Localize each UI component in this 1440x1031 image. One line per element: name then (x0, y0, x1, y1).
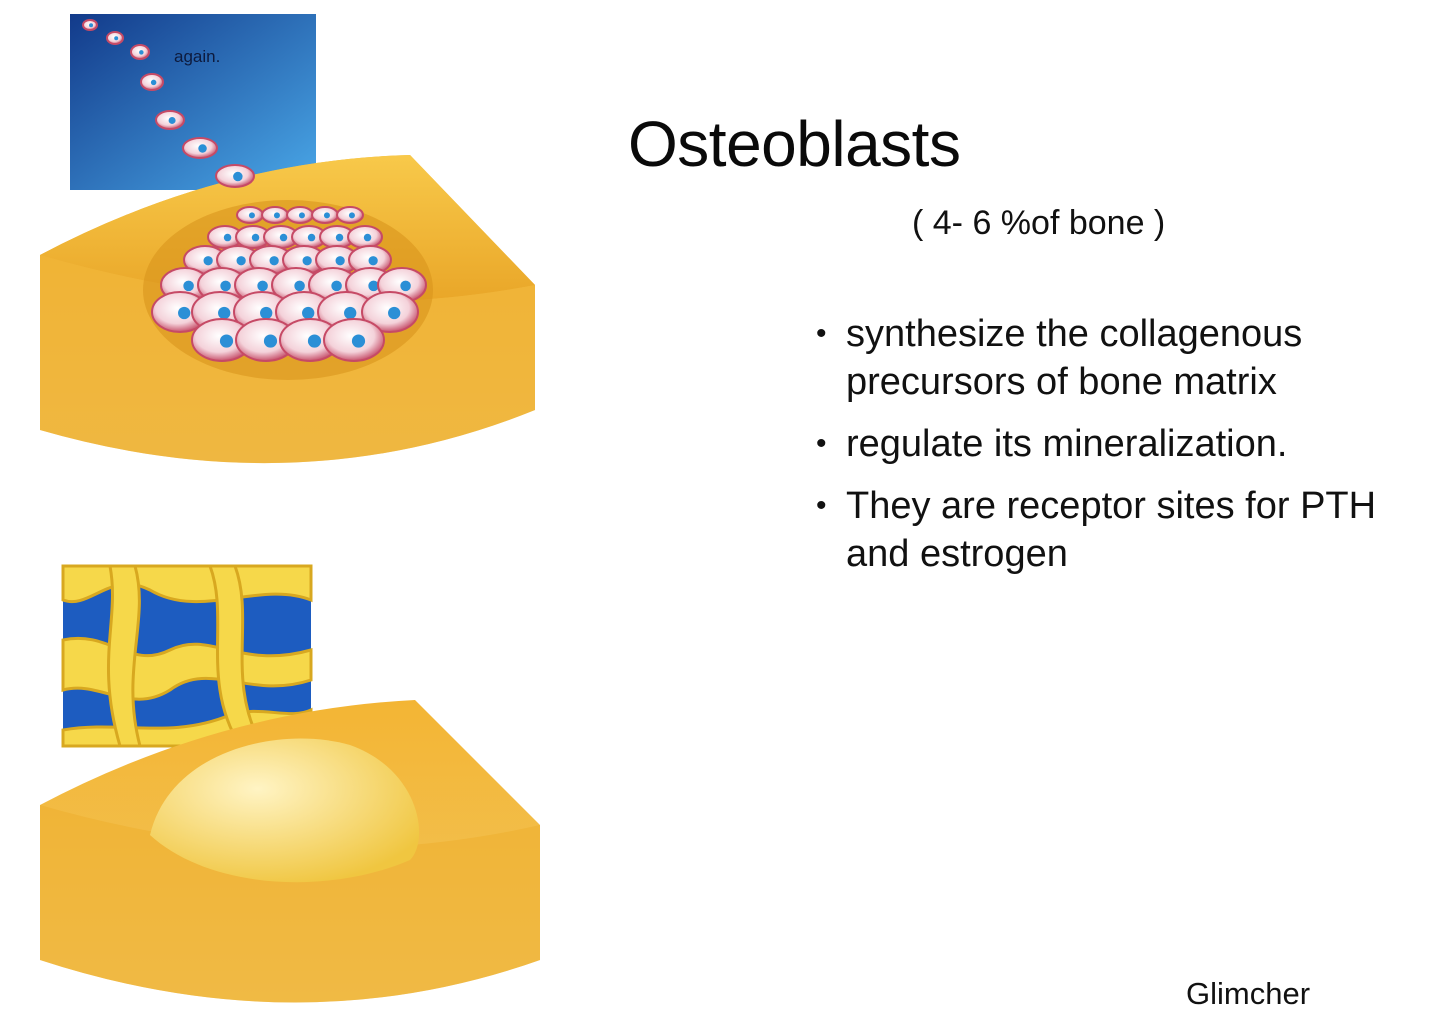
cell-nucleus (198, 144, 207, 153)
bullet-list: • synthesize the collagenous precursors … (812, 310, 1412, 592)
cell-nucleus (307, 233, 316, 242)
cell-nucleus (298, 212, 305, 219)
cell-nucleus (269, 256, 279, 266)
cell-nucleus (168, 116, 176, 124)
source-credit: Glimcher (1186, 976, 1311, 1011)
bullet-text: regulate its mineralization. (846, 423, 1288, 465)
cell-nucleus (257, 280, 268, 292)
osteoblast-illustration (40, 14, 535, 464)
cell-nucleus (233, 171, 243, 182)
cell-nucleus (294, 280, 305, 292)
cell-nucleus (400, 280, 411, 292)
bullet-text: They are receptor sites for PTH and estr… (846, 485, 1377, 575)
cell-nucleus (302, 256, 312, 266)
cell-nucleus (263, 334, 278, 348)
cell-nucleus (273, 212, 280, 219)
cell-nucleus (220, 280, 231, 292)
cell-nucleus (368, 256, 378, 266)
cell-nucleus (388, 306, 401, 320)
bullet-item: • They are receptor sites for PTH and es… (812, 482, 1412, 578)
cell-nucleus (183, 280, 194, 292)
cell-nucleus (150, 79, 157, 86)
cell-nucleus (302, 306, 315, 320)
cell-nucleus (223, 233, 232, 242)
cell-nucleus (89, 23, 94, 28)
cell-nucleus (331, 280, 342, 292)
cell-nucleus (307, 334, 322, 348)
cell-nucleus (139, 50, 144, 55)
cell-nucleus (348, 212, 355, 219)
slide-subtitle: ( 4- 6 %of bone ) (912, 204, 1166, 242)
bone-matrix-dome (150, 738, 420, 883)
osteoblast-cells (151, 206, 427, 362)
cell-nucleus (248, 212, 255, 219)
bullet-dot-icon: • (816, 489, 827, 522)
slide-title: Osteoblasts (628, 108, 961, 180)
bone-matrix-illustration (40, 564, 540, 1003)
cell-nucleus (251, 233, 260, 242)
bullet-dot-icon: • (816, 427, 827, 460)
cell-nucleus (344, 306, 357, 320)
cell-nucleus (203, 256, 213, 266)
illustration-label: again. (174, 47, 221, 66)
bullet-text: synthesize the collagenous precursors of… (846, 313, 1303, 403)
cell-nucleus (218, 306, 231, 320)
cell-nucleus (323, 212, 330, 219)
cell-nucleus (178, 306, 191, 320)
bullet-item: • synthesize the collagenous precursors … (812, 310, 1412, 406)
cell-nucleus (279, 233, 288, 242)
migrating-cells (82, 19, 255, 188)
bullet-item: • regulate its mineralization. (812, 420, 1412, 468)
cell-nucleus (335, 256, 345, 266)
cell-nucleus (219, 334, 234, 348)
cell-nucleus (236, 256, 246, 266)
cell-nucleus (368, 280, 379, 292)
cell-nucleus (114, 36, 119, 41)
cell-nucleus (351, 334, 366, 348)
cell-nucleus (260, 306, 273, 320)
cell-nucleus (335, 233, 344, 242)
cell-nucleus (363, 233, 372, 242)
bullet-dot-icon: • (816, 317, 827, 350)
